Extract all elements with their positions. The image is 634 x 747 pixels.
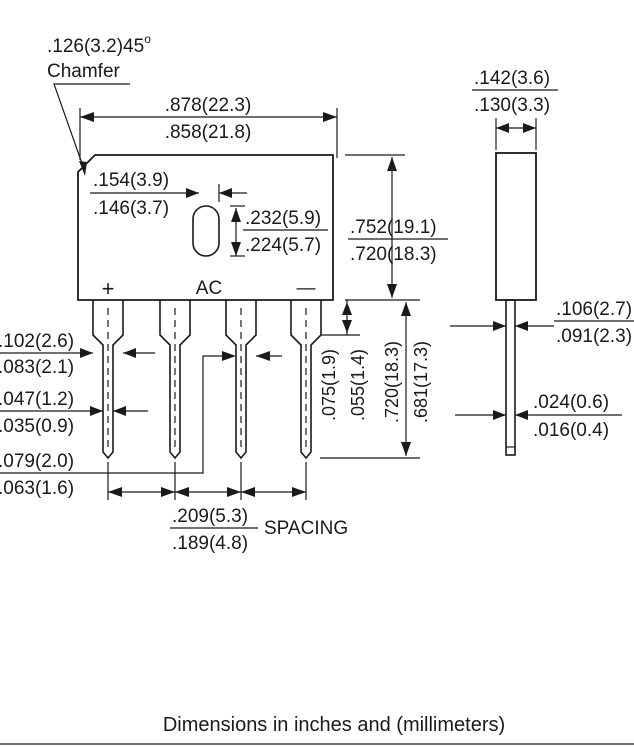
pin-spacing-max: .209(5.3)	[172, 506, 248, 527]
lead-shoulder-width-min: .083(2.1)	[0, 357, 74, 378]
lead-length-max: .720(18.3)	[382, 341, 402, 423]
pin-spacing-min: .189(4.8)	[172, 533, 248, 554]
slot-height-dimension: .232(5.9) .224(5.7)	[230, 205, 328, 257]
chamfer-dimension: .126(3.2)45o	[47, 32, 151, 57]
slot-height-max: .232(5.9)	[245, 208, 321, 229]
pin-spacing-dimension: .209(5.3) .189(4.8) SPACING	[107, 462, 348, 554]
lead-3	[225, 300, 257, 460]
pin-mark-ac: AC	[196, 278, 222, 299]
overall-width-dimension: .878(22.3) .858(21.8)	[79, 95, 338, 160]
shoulder-length-max: .075(1.9)	[319, 349, 339, 421]
chamfer-label: Chamfer	[47, 61, 121, 82]
pin-spacing-label: SPACING	[264, 518, 348, 539]
shoulder-length-dimension: .075(1.9) .055(1.4)	[319, 300, 368, 421]
lead-tip-max: .079(2.0)	[0, 451, 74, 472]
overall-width-max: .878(22.3)	[165, 95, 252, 116]
lead-thickness-dimension: .024(0.6) .016(0.4)	[455, 392, 622, 441]
lead-shoulder-width-max: .102(2.6)	[0, 331, 74, 352]
mounting-slot	[192, 205, 220, 257]
slot-height-min: .224(5.7)	[245, 235, 321, 256]
side-shoulder-dimension: .106(2.7) .091(2.3)	[450, 299, 634, 347]
lead-thickness-max: .024(0.6)	[533, 392, 609, 413]
shoulder-length-min: .055(1.4)	[348, 349, 368, 421]
units-caption: Dimensions in inches and (millimeters)	[163, 714, 505, 736]
slot-offset-dimension: .154(3.9) .146(3.7)	[90, 170, 199, 219]
thickness-min: .130(3.3)	[474, 95, 550, 116]
body-height-min: .720(18.3)	[350, 244, 437, 265]
slot-offset-min: .146(3.7)	[93, 198, 169, 219]
chamfer-callout: .126(3.2)45o Chamfer	[47, 32, 151, 176]
thickness-dimension: .142(3.6) .130(3.3)	[472, 68, 558, 150]
overall-width-min: .858(21.8)	[165, 122, 252, 143]
caption-area: Dimensions in inches and (millimeters)	[0, 714, 634, 745]
lead-shoulder-width-dimension: .102(2.6) .083(2.1)	[0, 331, 155, 378]
body-height-max: .752(19.1)	[350, 217, 437, 238]
slot-offset-max: .154(3.9)	[93, 170, 169, 191]
lead-tip-min: .063(1.6)	[0, 478, 74, 499]
side-lead	[505, 299, 516, 456]
pin-mark-minus: —	[297, 278, 316, 299]
lead-width-min: .035(0.9)	[0, 416, 74, 437]
lead-thickness-min: .016(0.4)	[533, 420, 609, 441]
side-body	[495, 152, 537, 301]
lead-width-dimension: .047(1.2) .035(0.9)	[0, 389, 148, 437]
side-shoulder-max: .106(2.7)	[556, 299, 632, 320]
thickness-max: .142(3.6)	[474, 68, 550, 89]
pin-mark-plus: +	[102, 276, 115, 301]
lead-4	[290, 300, 322, 460]
lead-tip-dimension: .079(2.0) .063(1.6)	[0, 351, 282, 499]
lead-1	[92, 300, 124, 460]
lead-length-dimension: .720(18.3) .681(17.3)	[320, 302, 431, 459]
lead-width-max: .047(1.2)	[0, 389, 74, 410]
side-shoulder-min: .091(2.3)	[556, 326, 632, 347]
front-view: + AC —	[77, 154, 334, 460]
package-body	[77, 154, 334, 301]
slot-width-mark	[218, 184, 247, 202]
lead-2	[159, 300, 191, 460]
lead-length-min: .681(17.3)	[411, 341, 431, 423]
side-view	[495, 152, 537, 456]
body-height-dimension: .752(19.1) .720(18.3)	[345, 154, 448, 301]
